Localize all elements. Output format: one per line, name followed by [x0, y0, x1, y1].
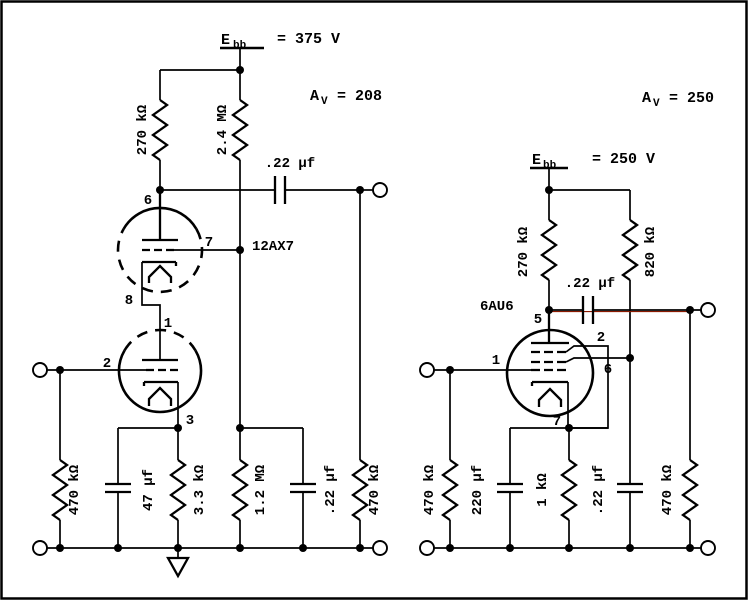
capacitor-bypass-left-label: .22 µf [323, 465, 339, 515]
gain-symbol: A [642, 90, 651, 107]
resistor-load-right-label: 470 kΩ [660, 464, 676, 515]
tube-12ax7-upper-triode [116, 190, 240, 360]
supply-value: = 250 V [592, 151, 655, 168]
resistor-plate-right: 270 kΩ [516, 190, 558, 310]
resistor-screen: 820 kΩ .22 µf [591, 190, 659, 548]
pin-8: 8 [125, 293, 133, 309]
terminals-right [419, 302, 716, 556]
gain-annotation-right: A V = 250 [642, 90, 714, 110]
resistor-cathode-right: 1 kΩ [535, 428, 578, 548]
cathode-lower [142, 380, 178, 386]
tube-label-left: 12AX7 [252, 239, 294, 255]
gain-subscript: V [321, 96, 328, 108]
plate-upper [142, 190, 178, 242]
resistor-load-right: 470 kΩ [660, 310, 699, 548]
resistor-input-right-label: 470 kΩ [422, 464, 438, 515]
output-terminal-right [700, 302, 716, 318]
right-circuit: E bb = 250 V A V = 250 270 kΩ 820 kΩ .22… [419, 90, 716, 556]
gain-symbol: A [310, 88, 319, 105]
heater-lower-icon [147, 386, 173, 406]
supply-symbol: E [532, 152, 541, 169]
supply-value: = 375 V [277, 31, 340, 48]
resistor-cathode-right-label: 1 kΩ [535, 473, 551, 507]
supply-terminal-left: E bb = 375 V [160, 31, 340, 71]
resistor-cathode-left-label: 3.3 kΩ [192, 464, 208, 515]
resistor-plate-left: 270 kΩ [135, 70, 169, 190]
resistor-plate-left-label: 270 kΩ [135, 104, 151, 155]
supply-symbol: E [221, 32, 230, 49]
capacitor-bypass-left: .22 µf [240, 427, 339, 548]
output-terminal-left [372, 182, 388, 198]
capacitor-cathode-left: 47 µf [103, 427, 178, 548]
resistor-plate-right-label: 270 kΩ [516, 226, 532, 277]
supply-subscript: bb [543, 160, 557, 172]
resistor-input-right: 470 kΩ [422, 370, 459, 548]
heater-upper-icon [147, 264, 173, 283]
output-ground-terminal-right [700, 540, 716, 556]
capacitor-cathode-left-label: 47 µf [141, 469, 157, 511]
cathode-upper [142, 260, 178, 266]
tube-label-right: 6AU6 [480, 299, 514, 315]
cathode [530, 380, 568, 386]
gain-value: = 208 [337, 88, 382, 105]
resistor-divider-bottom: 1.2 MΩ [231, 428, 269, 548]
pin-2: 2 [103, 356, 111, 372]
resistor-load-left-label: 470 kΩ [367, 464, 383, 515]
terminals-left [32, 182, 388, 556]
resistor-input-left-label: 470 kΩ [67, 464, 83, 515]
gain-value: = 250 [669, 90, 714, 107]
resistor-load-left: 470 kΩ [351, 190, 383, 548]
gain-annotation-left: A V = 208 [310, 88, 382, 108]
pin-6-right: 6 [604, 362, 612, 378]
output-ground-terminal-left [372, 540, 388, 556]
resistor-screen-label: 820 kΩ [643, 226, 659, 277]
pin-1-right: 1 [492, 353, 500, 369]
pin-2-right: 2 [597, 330, 605, 346]
resistor-input-left: 470 kΩ [51, 370, 83, 548]
pin-7-right: 7 [553, 414, 561, 430]
plate [531, 310, 569, 345]
tube-12ax7-lower-triode [117, 328, 203, 428]
resistor-divider-bottom-label: 1.2 MΩ [253, 464, 269, 515]
capacitor-cathode-right-label: 220 µf [470, 465, 486, 515]
resistor-grid-divider-top: 2.4 MΩ [215, 70, 249, 428]
input-terminal-left [32, 362, 48, 378]
pin-6: 6 [144, 193, 152, 209]
supply-terminal-right: E bb = 250 V [530, 151, 655, 191]
input-ground-terminal-left [32, 540, 48, 556]
junction-dots-right [446, 186, 694, 552]
pin-1: 1 [164, 316, 172, 332]
capacitor-cathode-right: 220 µf [470, 427, 608, 548]
left-circuit: E bb = 375 V A V = 208 270 kΩ 2.4 MΩ .22… [32, 31, 388, 579]
pin-3: 3 [186, 413, 194, 429]
pin-7: 7 [205, 235, 213, 251]
gain-subscript: V [653, 98, 660, 110]
resistor-cathode-left: 3.3 kΩ [169, 428, 208, 548]
heater-icon [537, 387, 563, 407]
coupling-cap-left-label: .22 µf [265, 156, 315, 172]
junction-dots-left [56, 66, 364, 552]
input-terminal-right [419, 362, 435, 378]
resistor-grid-divider-label: 2.4 MΩ [215, 104, 231, 155]
coupling-cap-right-label: .22 µf [565, 276, 615, 292]
supply-subscript: bb [233, 40, 247, 52]
pin-5: 5 [534, 312, 542, 328]
capacitor-screen-label: .22 µf [591, 465, 607, 515]
input-ground-terminal-right [419, 540, 435, 556]
